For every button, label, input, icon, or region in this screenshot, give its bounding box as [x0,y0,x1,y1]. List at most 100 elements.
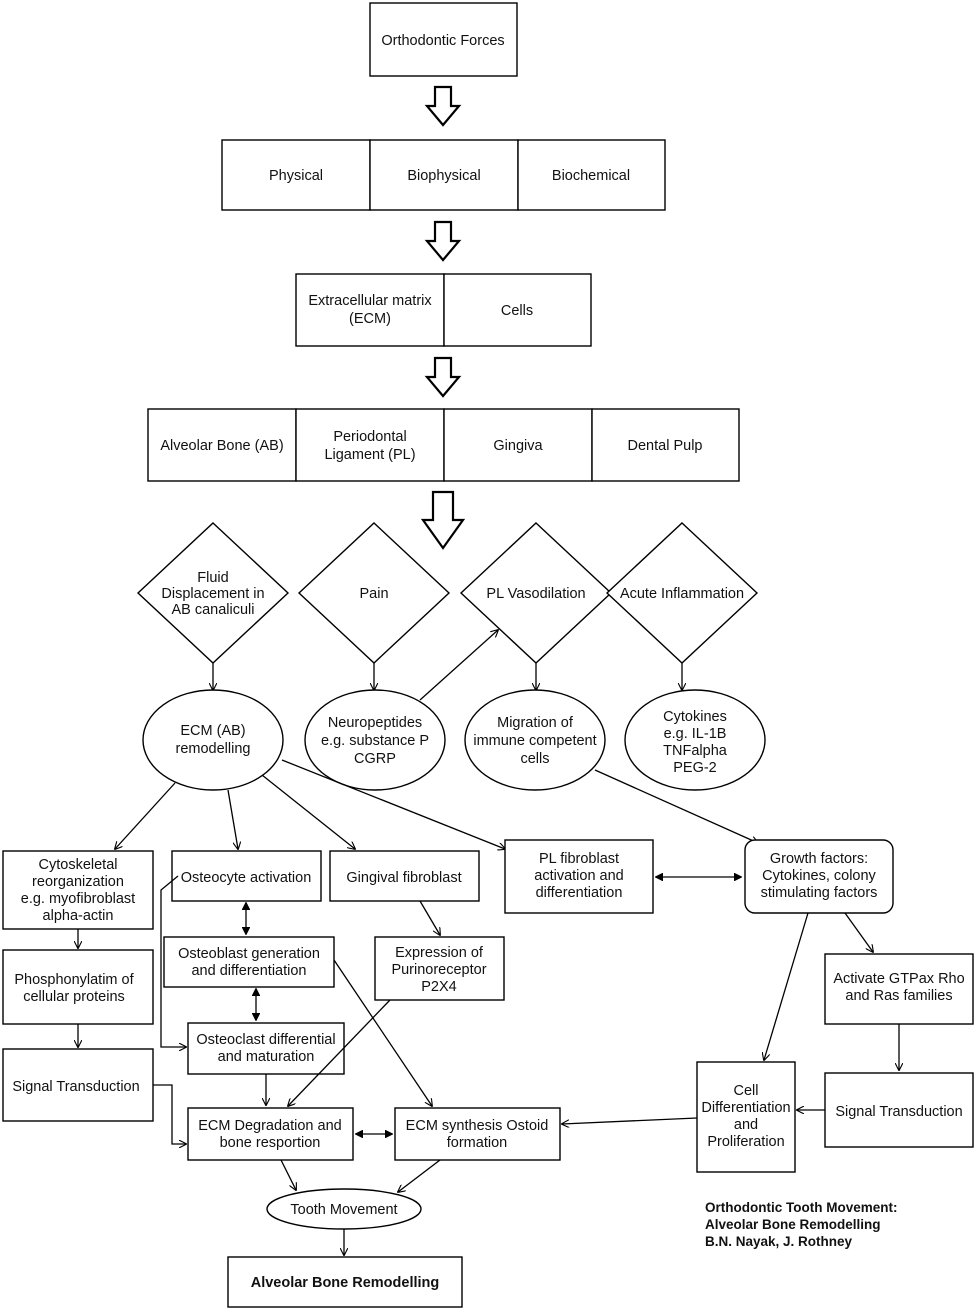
fluid-label-line1: Fluid [197,570,228,586]
osteoblast-label-line1: Osteoblast generation [178,946,320,962]
caption-line2: Alveolar Bone Remodelling [705,1217,881,1232]
synthesis-label-line1: ECM synthesis Ostoid [406,1118,549,1134]
tooth-movement-label: Tooth Movement [290,1202,397,1218]
edge-ecm-to-pl-fibroblast [281,759,505,849]
neuropeptides-ellipse [304,689,446,791]
extracellular-matrix-box [295,273,445,347]
ecm-remodelling-ellipse [142,689,284,791]
gtpax-label-line1: Activate GTPax Rho [833,971,964,987]
cells-label: Cells [501,303,533,319]
down-arrow-icon [424,85,462,127]
inflammation-label: Acute Inflammation [620,586,744,602]
phosph-label-line1: Phosphonylatim of [14,972,134,988]
synthesis-label-line2: formation [447,1135,507,1151]
gtpax-box [824,953,974,1025]
growth-label-line1: Growth factors: [770,851,868,867]
osteocyte-box [171,850,322,902]
celldiff-label-line2: Differentiation [701,1100,790,1116]
osteoblast-box [163,936,335,988]
edge-growth-to-celldiff [764,912,809,1060]
edge-ecm-to-osteocyte [227,789,238,849]
cytoskeletal-box [2,850,154,930]
celldiff-label-line3: and [734,1117,758,1133]
dental-pulp-label: Dental Pulp [628,438,703,454]
caption-line3: B.N. Nayak, J. Rothney [705,1234,853,1249]
purino-label-line1: Expression of [395,945,484,961]
signal-right-label: Signal Transduction [835,1104,962,1120]
cells-box [443,273,592,347]
phosph-label-line2: cellular proteins [23,989,125,1005]
edge-osteoblast-to-synthesis [333,959,432,1106]
edge-osteocyte-to-osteoclast [160,875,186,1047]
ecm-degradation-box [187,1107,354,1161]
neuropeptides-label-line3: CGRP [354,751,396,767]
celldiff-label-line4: Proliferation [707,1134,784,1150]
edge-ecm-to-cytoskeletal [115,782,176,849]
edge-purino-to-degradation [288,999,391,1106]
caption-line1: Orthodontic Tooth Movement: [705,1200,897,1215]
pl-fibroblast-box [504,839,654,914]
edge-celldiff-to-synthesis [562,1117,698,1124]
orthodontic-forces-label: Orthodontic Forces [381,33,504,49]
neuropeptides-label-line1: Neuropeptides [328,715,422,731]
neuropeptides-label-line2: e.g. substance P [321,733,429,749]
gingiva-label: Gingiva [493,438,543,454]
gtpax-label-line2: and Ras families [845,988,952,1004]
growth-factors-box [744,839,894,914]
alveolar-bone-label: Alveolar Bone (AB) [160,438,283,454]
degradation-label-line1: ECM Degradation and [198,1118,341,1134]
remodelling-label: Alveolar Bone Remodelling [251,1275,440,1291]
down-arrow-icon [424,220,462,262]
signal-transduction-left-box [2,1048,154,1122]
fluid-label-line3: AB canaliculi [171,602,254,618]
biophysical-label: Biophysical [407,168,480,184]
pain-label: Pain [359,586,388,602]
edge-ecm-to-gingival [261,774,355,849]
growth-label-line2: Cytokines, colony [762,868,876,884]
plfib-label-line3: differentiation [536,885,623,901]
ecm-remodelling-label-line2: remodelling [176,741,251,757]
ecm-synthesis-box [394,1107,561,1161]
osteoclast-box [187,1022,345,1075]
cytoskeletal-label-line2: reorganization [32,874,124,890]
down-arrow-icon [424,356,462,398]
osteocyte-label: Osteocyte activation [181,870,312,886]
cytokines-label-line4: PEG-2 [673,760,717,776]
biochemical-label: Biochemical [552,168,630,184]
osteoclast-label-line2: and maturation [218,1049,315,1065]
edge-neuropeptides-to-vasodilation [419,630,498,701]
celldiff-label-line1: Cell [734,1083,759,1099]
purinoreceptor-box [374,936,505,1001]
cytokines-label-line2: e.g. IL-1B [664,726,727,742]
plfib-label-line1: PL fibroblast [539,851,619,867]
migration-label-line2: immune competent [473,733,596,749]
migration-label-line1: Migration of [497,715,574,731]
edge-growth-to-gtpax [844,912,873,952]
cytokines-label-line1: Cytokines [663,709,727,725]
growth-label-line3: stimulating factors [761,885,878,901]
phosphonylatim-box [2,949,154,1025]
dental-pulp-box [591,408,740,482]
migration-ellipse [464,689,606,791]
large-down-arrow-icon [420,490,466,550]
degradation-label-line2: bone resportion [220,1135,321,1151]
periodontal-label-line2: Ligament (PL) [324,447,415,463]
gingival-label: Gingival fibroblast [346,870,461,886]
ecm-remodelling-label-line1: ECM (AB) [180,723,245,739]
fluid-label-line2: Displacement in [161,586,264,602]
migration-label-line3: cells [520,751,549,767]
signal-left-label: Signal Transduction [12,1079,139,1095]
alveolar-bone-box [147,408,297,482]
edge-degradation-to-tooth [280,1159,296,1190]
purino-label-line3: P2X4 [421,979,456,995]
cytokines-label-line3: TNFalpha [663,743,728,759]
ecm-label-line1: Extracellular matrix [308,293,432,309]
signal-transduction-right-box [824,1072,974,1148]
orthodontic-forces-box [369,2,518,77]
ecm-label-line2: (ECM) [349,311,391,327]
physical-box [221,139,371,211]
cytokines-ellipse [624,689,766,791]
physical-label: Physical [269,168,323,184]
